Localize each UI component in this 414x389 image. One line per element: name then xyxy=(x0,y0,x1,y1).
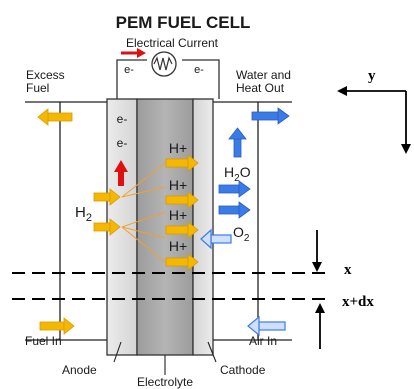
water-label: H2O xyxy=(224,164,251,184)
x-down-arrow-icon xyxy=(312,230,322,272)
proton-arrow-2-icon xyxy=(165,191,199,209)
proton-label-4: H+ xyxy=(169,238,187,254)
proton-label-1: H+ xyxy=(169,140,187,156)
anode-channel-wall xyxy=(25,101,61,341)
electron-flow-arrow-icon xyxy=(121,48,146,58)
excess-fuel-arrow-icon xyxy=(37,108,73,126)
proton-arrow-3-icon xyxy=(165,221,199,239)
component-leaders xyxy=(113,341,217,375)
anode-electron-1: e- xyxy=(117,112,128,126)
fuel-in-arrow-icon xyxy=(39,317,75,335)
external-circuit xyxy=(116,59,220,99)
cathode-channel-wall xyxy=(257,101,292,341)
x-dx-label: x+dx xyxy=(342,294,374,310)
title: PEM FUEL CELL xyxy=(116,13,251,32)
hydrogen-label: H2 xyxy=(75,204,92,224)
air-in-arrow-icon xyxy=(247,315,286,337)
cathode-label: Cathode xyxy=(220,363,266,377)
anode-label: Anode xyxy=(62,363,97,377)
proton-label-3: H+ xyxy=(169,207,187,223)
water-up-arrow-icon xyxy=(228,127,247,158)
proton-paths xyxy=(121,162,166,263)
water-out-arrow-1-icon xyxy=(218,180,251,198)
fuel-in-label: Fuel In xyxy=(25,334,62,348)
water-out-arrow-2-icon xyxy=(218,201,251,219)
excess-fuel-label-1: Excess xyxy=(26,68,65,82)
circuit-wire-right xyxy=(182,59,220,99)
proton-label-2: H+ xyxy=(169,177,187,193)
hydrogen-in-arrow-2-icon xyxy=(93,218,121,236)
electrical-current-label: Electrical Current xyxy=(126,36,219,50)
air-in-label: Air In xyxy=(249,334,277,348)
hydrogen-in-arrow-1-icon xyxy=(93,188,121,206)
proton-arrow-4-icon xyxy=(165,253,199,271)
anode-electron-arrow-icon xyxy=(114,160,128,186)
circuit-electron-right: e- xyxy=(194,64,204,76)
x-label: x xyxy=(344,262,352,278)
excess-fuel-label-2: Fuel xyxy=(26,81,49,95)
channel-walls xyxy=(25,101,292,341)
anode-electron-2: e- xyxy=(117,136,128,150)
y-axis-arrow-icon xyxy=(337,86,411,154)
oxygen-label: O2 xyxy=(233,224,250,244)
circuit-electron-left: e- xyxy=(124,64,134,76)
water-heat-label-2: Heat Out xyxy=(236,81,285,95)
water-heat-label-1: Water and xyxy=(236,68,291,82)
circuit-wire-left xyxy=(116,59,147,99)
water-out-arrow-icon xyxy=(251,107,290,125)
load-icon xyxy=(151,51,177,77)
proton-arrow-1-icon xyxy=(165,154,199,172)
cathode-layer xyxy=(192,98,214,356)
oxygen-in-arrow-icon xyxy=(200,228,232,250)
electrolyte-label: Electrolyte xyxy=(137,375,193,389)
y-axis-label: y xyxy=(368,68,376,84)
x-dx-up-arrow-icon xyxy=(315,303,325,349)
